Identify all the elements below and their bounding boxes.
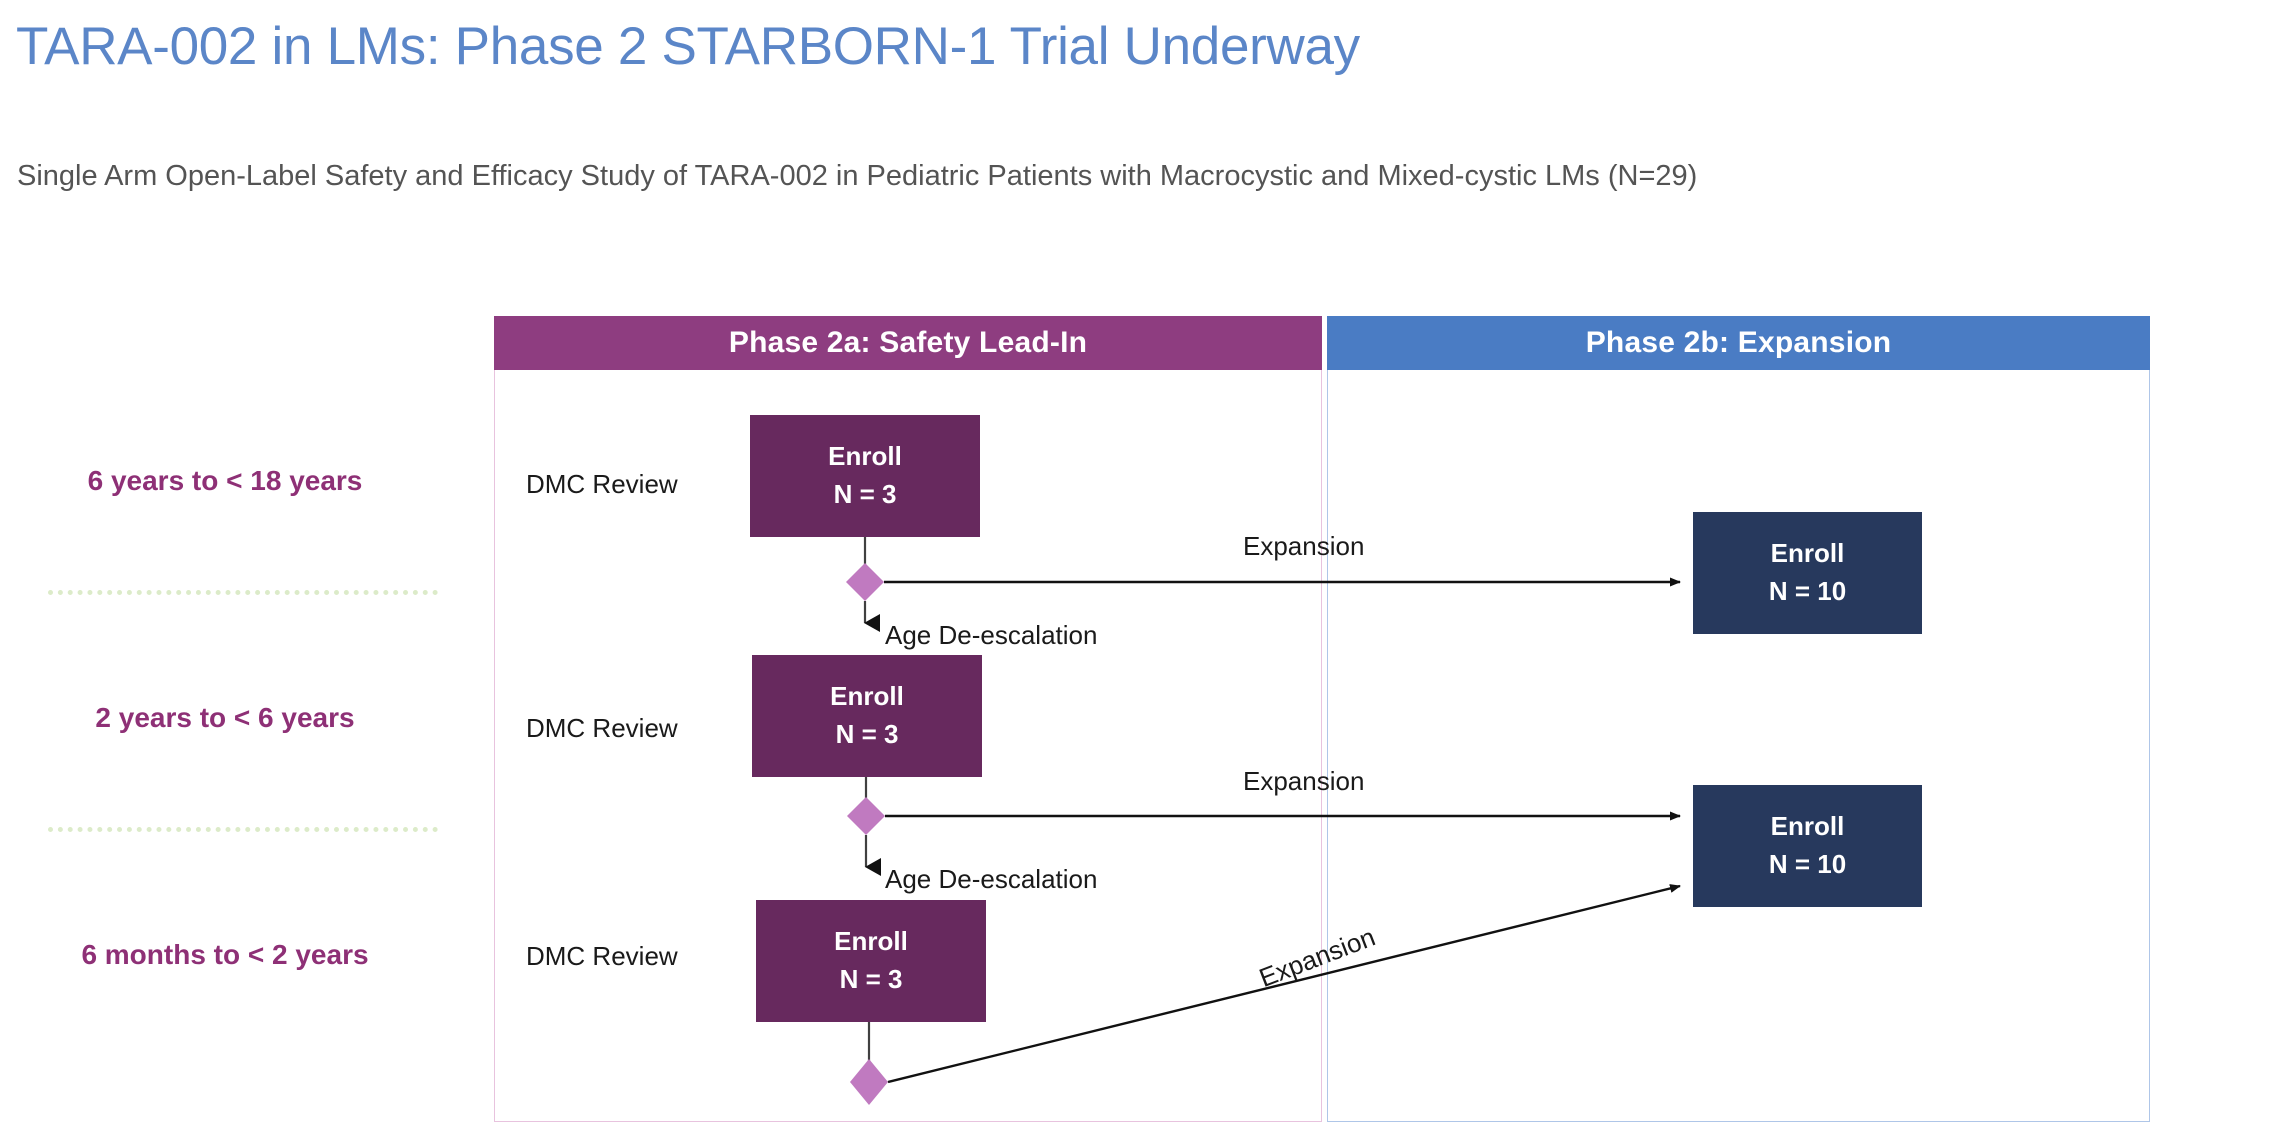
age-group-label-0: 6 years to < 18 years [87, 465, 363, 496]
panel-header-phase-2b: Phase 2b: Expansion [1327, 316, 2150, 370]
page-title: TARA-002 in LMs: Phase 2 STARBORN-1 Tria… [16, 17, 1360, 76]
dmc-review-label-2: DMC Review [526, 941, 678, 971]
enroll-box-count: N = 3 [839, 964, 903, 994]
age-group-divider-1 [48, 827, 438, 832]
expansion-label-0: Expansion [1243, 531, 1365, 561]
age-de-escalation-label-0: Age De-escalation [885, 620, 1098, 650]
enroll-box-title: Enroll [834, 926, 908, 957]
age-de-escalation-label-1: Age De-escalation [885, 864, 1098, 894]
panel-phase-2b [1327, 316, 2150, 1122]
age-group-label-2: 6 months to < 2 years [81, 939, 369, 970]
enroll-box-count: N = 3 [833, 479, 897, 509]
enroll-box-expansion-0: Enroll N = 10 [1693, 512, 1922, 634]
enroll-box-lead-in-1: Enroll N = 3 [752, 655, 982, 777]
enroll-box-lead-in-2: Enroll N = 3 [756, 900, 986, 1022]
age-group-divider-0 [48, 590, 438, 595]
enroll-box-lead-in-0: Enroll N = 3 [750, 415, 980, 537]
dmc-review-label-1: DMC Review [526, 713, 678, 743]
enroll-box-title: Enroll [1770, 811, 1845, 842]
dmc-review-label-0: DMC Review [526, 469, 678, 499]
enroll-box-count: N = 10 [1768, 576, 1847, 606]
enroll-box-count: N = 3 [835, 719, 899, 749]
expansion-label-1: Expansion [1243, 766, 1365, 796]
enroll-box-expansion-1: Enroll N = 10 [1693, 785, 1922, 907]
enroll-box-count: N = 10 [1768, 849, 1847, 879]
age-group-label-1: 2 years to < 6 years [95, 702, 355, 733]
enroll-box-title: Enroll [828, 441, 902, 472]
enroll-box-title: Enroll [830, 681, 904, 712]
page-subtitle: Single Arm Open-Label Safety and Efficac… [17, 160, 1698, 192]
enroll-box-title: Enroll [1770, 538, 1845, 569]
panel-header-phase-2a: Phase 2a: Safety Lead-In [494, 316, 1322, 370]
